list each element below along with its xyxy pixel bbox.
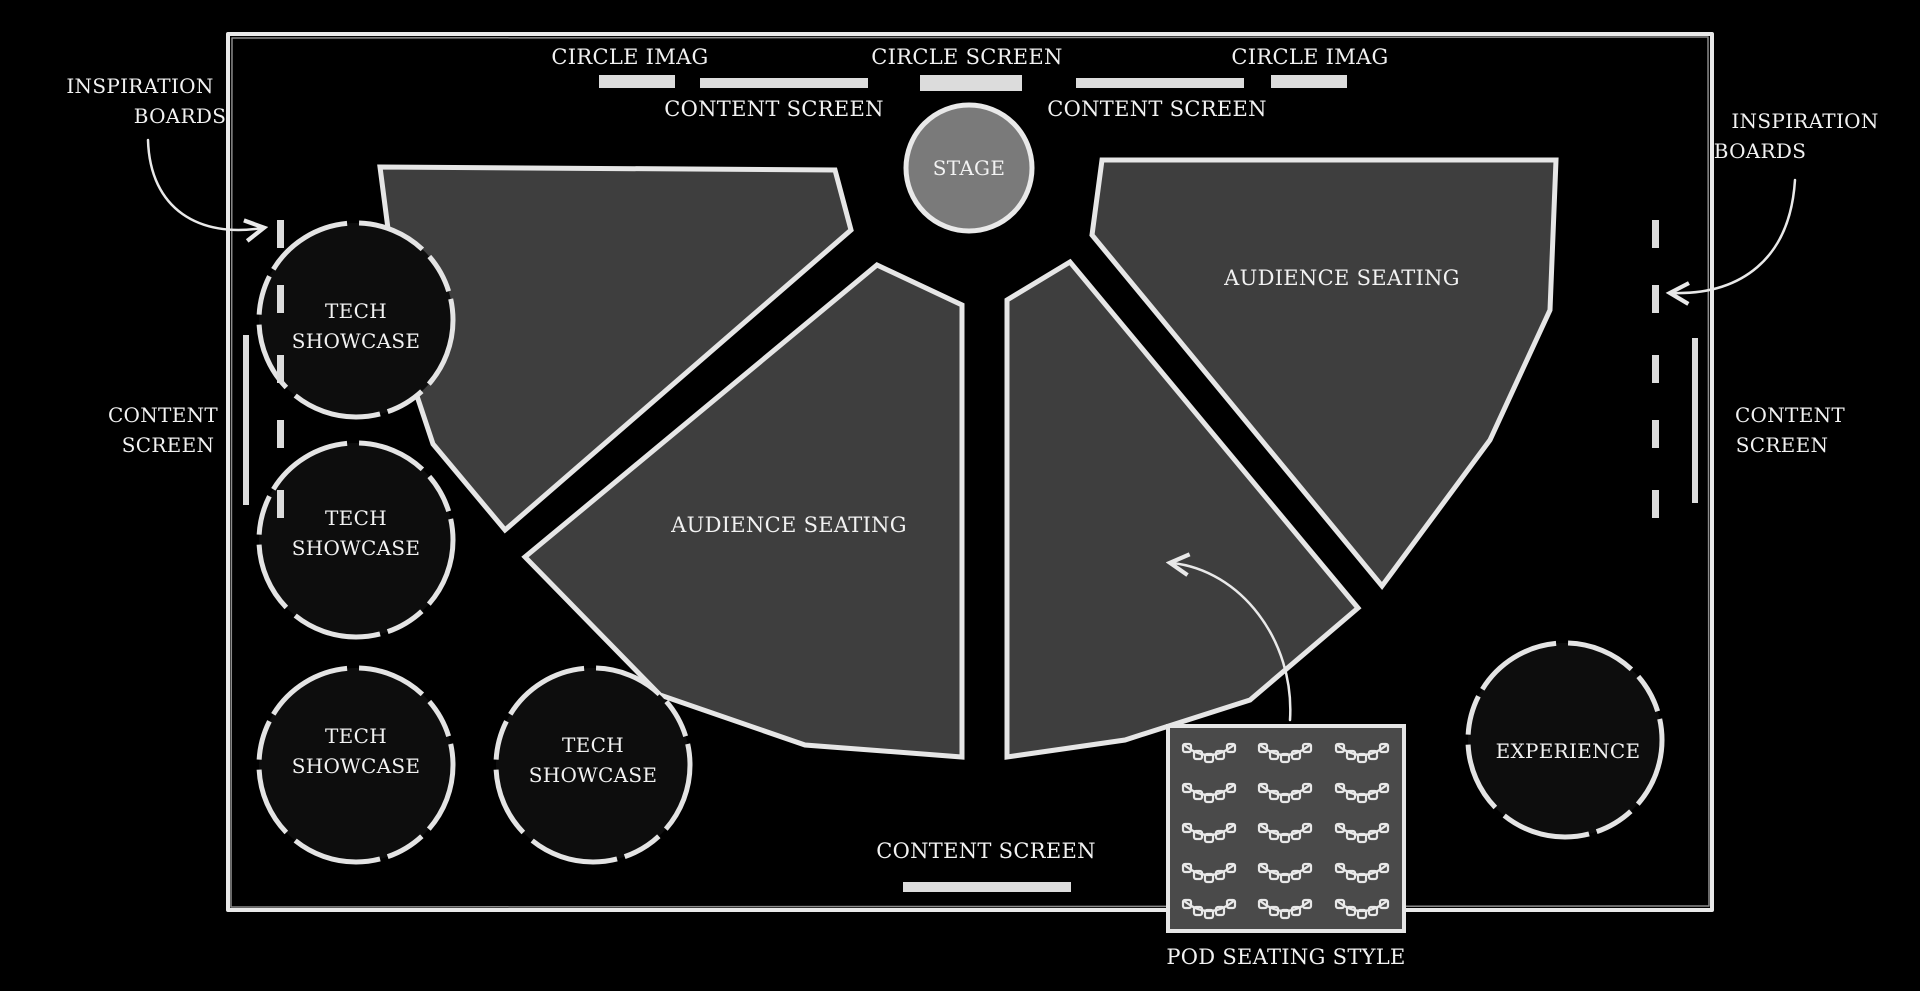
content-screen-bottom-bar — [903, 882, 1071, 892]
text-labels: CIRCLE IMAG CIRCLE SCREEN CIRCLE IMAG CO… — [66, 45, 1878, 969]
room-outline — [226, 32, 1714, 912]
pod-chair-cluster — [1181, 742, 1237, 764]
label-content-screen-bottom: CONTENT SCREEN — [876, 839, 1096, 863]
label-inspiration-left-2: BOARDS — [134, 104, 227, 128]
pod-chair-cluster — [1257, 862, 1313, 884]
label-inspiration-left-1: INSPIRATION — [66, 74, 213, 98]
seating-sector-center-left — [521, 262, 965, 760]
pod-chair-cluster — [1334, 742, 1390, 764]
label-tech-3-b: SHOWCASE — [292, 754, 421, 778]
pod-chair-cluster — [1257, 898, 1313, 920]
arrow-pod-seating — [1172, 563, 1292, 722]
pod-chair-cluster — [1257, 742, 1313, 764]
pod-chair-cluster — [1334, 898, 1390, 920]
experience-pod — [1465, 640, 1665, 840]
content-screen-top-right-bar — [1076, 78, 1244, 88]
annotation-arrows — [146, 138, 1797, 722]
label-content-screen-right-1: CONTENT — [1735, 403, 1845, 427]
label-tech-2-a: TECH — [325, 506, 387, 530]
content-screen-left-bar — [243, 335, 249, 505]
label-audience-seating-right: AUDIENCE SEATING — [1223, 266, 1460, 290]
inspiration-boards-right — [1652, 220, 1698, 518]
tech-showcase-pod-4 — [493, 665, 693, 865]
pod-chair-cluster — [1257, 782, 1313, 804]
label-circle-imag-left: CIRCLE IMAG — [551, 45, 708, 69]
label-content-screen-left-1: CONTENT — [108, 403, 218, 427]
tech-showcase-pods — [256, 220, 1665, 865]
circle-imag-screen-right — [1271, 75, 1347, 88]
label-inspiration-right-2: BOARDS — [1714, 139, 1807, 163]
top-screens — [599, 75, 1347, 91]
content-screen-top-left-bar — [700, 78, 868, 88]
tech-showcase-pod-3 — [256, 665, 456, 865]
audience-seating — [377, 157, 1559, 760]
pod-chair-cluster — [1334, 822, 1390, 844]
label-content-screen-top-right: CONTENT SCREEN — [1047, 97, 1267, 121]
pod-chair-grid — [1181, 742, 1390, 920]
pod-chair-cluster — [1181, 862, 1237, 884]
arrow-inspiration-right — [1672, 178, 1797, 293]
label-tech-2-b: SHOWCASE — [292, 536, 421, 560]
pod-chair-cluster — [1181, 782, 1237, 804]
circle-imag-screen-left — [599, 75, 675, 88]
content-screen-right-bar — [1692, 338, 1698, 503]
label-audience-seating-center: AUDIENCE SEATING — [670, 513, 907, 537]
inspiration-boards-left — [243, 220, 284, 518]
pod-chair-cluster — [1181, 822, 1237, 844]
pod-chair-cluster — [1334, 862, 1390, 884]
circle-screen-bar — [920, 75, 1022, 91]
pod-chair-cluster — [1257, 822, 1313, 844]
arrow-inspiration-left — [146, 138, 262, 230]
seating-sector-upper-right — [1089, 157, 1559, 591]
stage-circle — [903, 102, 1035, 234]
label-experience: EXPERIENCE — [1496, 739, 1641, 763]
label-circle-imag-right: CIRCLE IMAG — [1231, 45, 1388, 69]
label-inspiration-right-1: INSPIRATION — [1731, 109, 1878, 133]
label-tech-1-a: TECH — [325, 299, 387, 323]
label-circle-screen: CIRCLE SCREEN — [871, 45, 1062, 69]
tech-showcase-pod-2 — [256, 440, 456, 640]
pod-chair-cluster — [1181, 898, 1237, 920]
pod-chair-cluster — [1334, 782, 1390, 804]
label-tech-4-a: TECH — [562, 733, 624, 757]
label-tech-4-b: SHOWCASE — [529, 763, 658, 787]
label-content-screen-top-left: CONTENT SCREEN — [664, 97, 884, 121]
label-content-screen-right-2: SCREEN — [1736, 433, 1829, 457]
label-pod-seating-style: POD SEATING STYLE — [1166, 945, 1405, 969]
label-stage: STAGE — [933, 156, 1005, 180]
pod-seating-style-box — [1166, 724, 1406, 933]
label-tech-1-b: SHOWCASE — [292, 329, 421, 353]
label-tech-3-a: TECH — [325, 724, 387, 748]
tech-showcase-pod-1 — [256, 220, 456, 420]
label-content-screen-left-2: SCREEN — [122, 433, 215, 457]
